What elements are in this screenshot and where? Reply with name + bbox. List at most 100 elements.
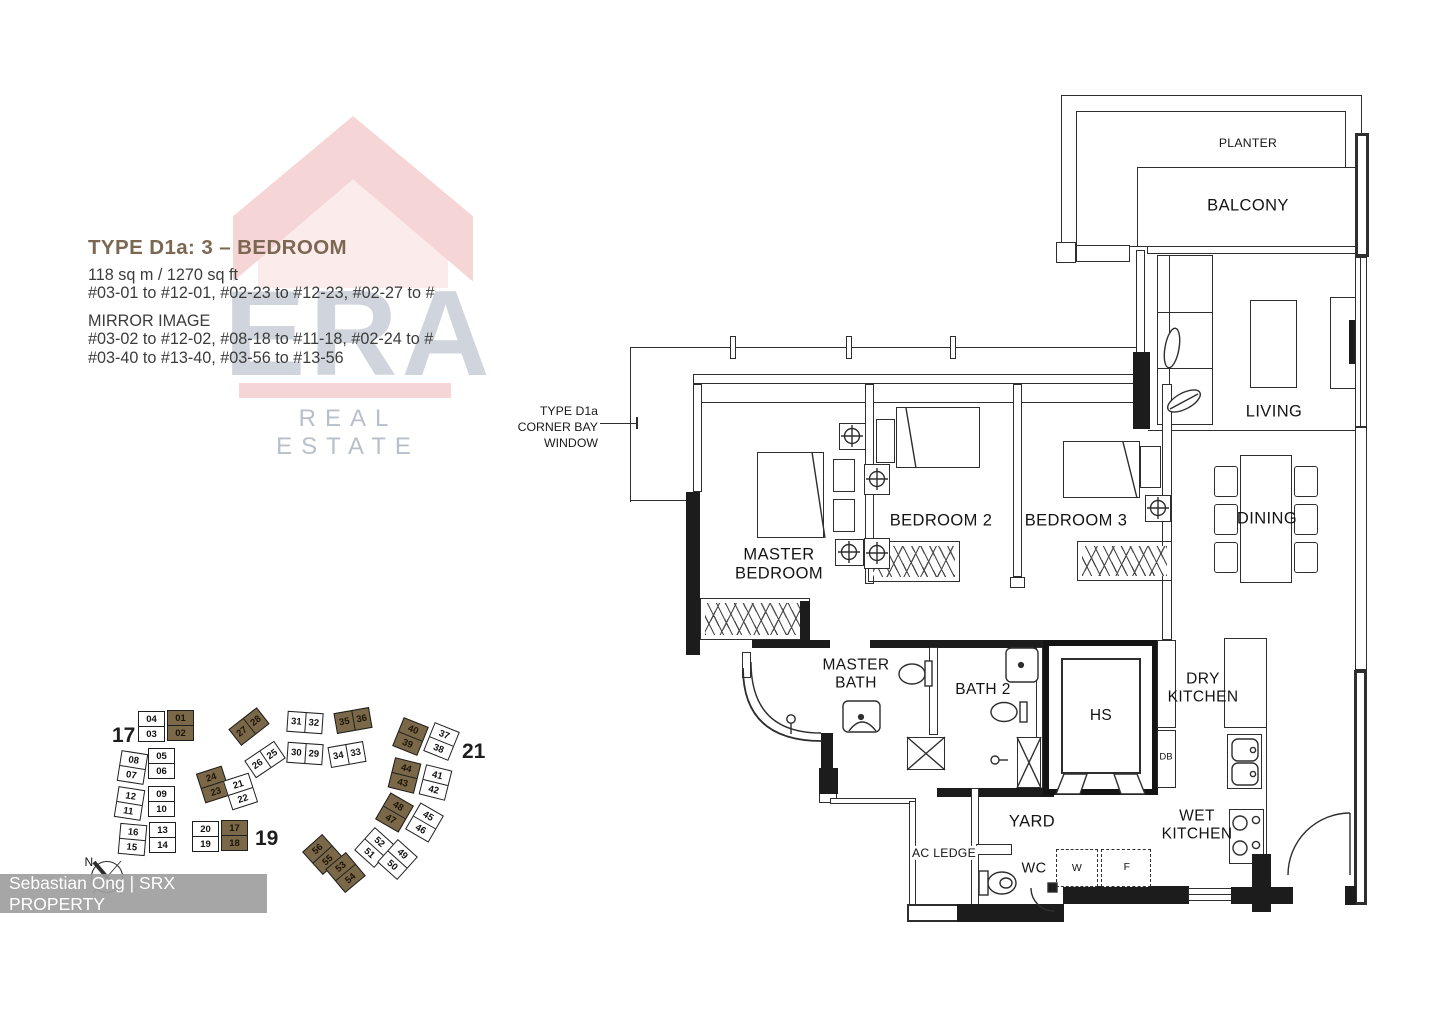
toilet-cistern <box>978 870 989 896</box>
label-fridge: F <box>1123 860 1131 873</box>
curved-wall <box>750 661 822 734</box>
kitchen-sink-unit <box>1227 734 1262 789</box>
bay-window-outline <box>630 500 696 502</box>
toilet-icon <box>990 701 1018 723</box>
shower-tray <box>1017 737 1041 788</box>
wall-pillar <box>686 492 700 655</box>
light-point-pad <box>864 464 890 495</box>
coffee-table <box>1250 300 1297 388</box>
label-bedroom3: BEDROOM 3 <box>1024 511 1128 530</box>
sink-drain <box>1017 661 1025 669</box>
wall-right <box>1355 427 1367 670</box>
label-wc: WC <box>1021 860 1047 877</box>
tv-icon <box>1349 320 1355 364</box>
wall-top <box>693 374 1140 384</box>
era-logo-tagline: REAL ESTATE <box>276 405 420 460</box>
wall-living-pillar <box>1133 352 1150 429</box>
wardrobe-bedroom3 <box>1077 541 1172 581</box>
label-planter: PLANTER <box>1218 135 1278 150</box>
washer-box <box>1056 849 1098 887</box>
label-dining: DINING <box>1236 509 1298 528</box>
wall-right-panel <box>1355 133 1369 257</box>
fridge-box <box>1101 849 1151 887</box>
sink-drain <box>857 713 865 721</box>
label-hs: HS <box>1089 706 1113 724</box>
ledge-rail <box>830 798 916 804</box>
living-floor-edge <box>1148 430 1356 432</box>
label-bedroom2: BEDROOM 2 <box>889 511 993 530</box>
wall-bottom-block <box>907 904 959 922</box>
sofa-cushion-line <box>1157 312 1213 314</box>
dining-chair <box>1294 466 1318 497</box>
pillow <box>833 499 855 532</box>
household-shelter-inner <box>1061 658 1141 774</box>
label-yard: YARD <box>1008 812 1056 831</box>
compass-north-label: N <box>84 854 94 869</box>
mirror-image-title: MIRROR IMAGE <box>88 311 211 330</box>
window-mullion <box>730 336 736 359</box>
label-washer: W <box>1071 861 1083 874</box>
ac-ledge-bracket <box>976 844 1012 855</box>
light-point-pad <box>835 539 864 566</box>
toilet-icon <box>999 877 1013 889</box>
door-knob-icon <box>990 755 1000 765</box>
tower-label-19: 19 <box>255 827 279 850</box>
mirror-units-2: #03-40 to #13-40, #03-56 to #13-56 <box>88 348 344 367</box>
master-bed <box>757 452 824 538</box>
bay-window-outline <box>630 347 1140 349</box>
wall-bath-top <box>752 640 830 648</box>
label-living: LIVING <box>1245 402 1303 421</box>
wardrobe-end-pillar <box>800 601 810 641</box>
bay-window-outline <box>630 347 632 502</box>
light-point-pad <box>864 538 890 569</box>
agent-watermark: Sebastian Ong | SRX PROPERTY <box>0 873 267 914</box>
pillow <box>833 459 855 492</box>
label-db: DB <box>1159 751 1173 763</box>
window-mullion <box>950 336 956 359</box>
wardrobe-master <box>700 598 810 640</box>
sofa-cushion-line <box>1157 368 1213 370</box>
wall-br2-br3 <box>1013 384 1022 577</box>
bay-note-leader-line <box>600 423 637 425</box>
label-bath2: BATH 2 <box>955 680 1011 698</box>
balcony-door-track <box>1147 246 1356 254</box>
wall-living-left <box>1136 250 1145 353</box>
bay-window-note: TYPE D1a CORNER BAY WINDOW <box>517 404 598 450</box>
db-cabinet <box>1157 730 1176 788</box>
toilet-cistern <box>1019 701 1028 723</box>
pillow <box>876 419 895 463</box>
door-post <box>1345 886 1356 905</box>
door-swing-arc <box>1287 812 1351 876</box>
wall-right-lower <box>1354 670 1367 905</box>
window-bottom-line <box>1188 894 1233 896</box>
pillow <box>1140 446 1161 488</box>
bed-bedroom2 <box>896 407 980 468</box>
era-logo-bar <box>239 383 451 398</box>
label-master-bath: MASTER BATH <box>822 656 890 692</box>
planter-end-block <box>1076 245 1130 262</box>
light-point-pad <box>1145 495 1171 522</box>
window-sill-line <box>701 402 1140 404</box>
dining-chair <box>1214 542 1238 573</box>
wall-junction <box>1231 887 1293 904</box>
tower-label-17: 17 <box>112 724 136 747</box>
dining-chair <box>1294 504 1318 535</box>
curved-wall <box>742 667 823 742</box>
